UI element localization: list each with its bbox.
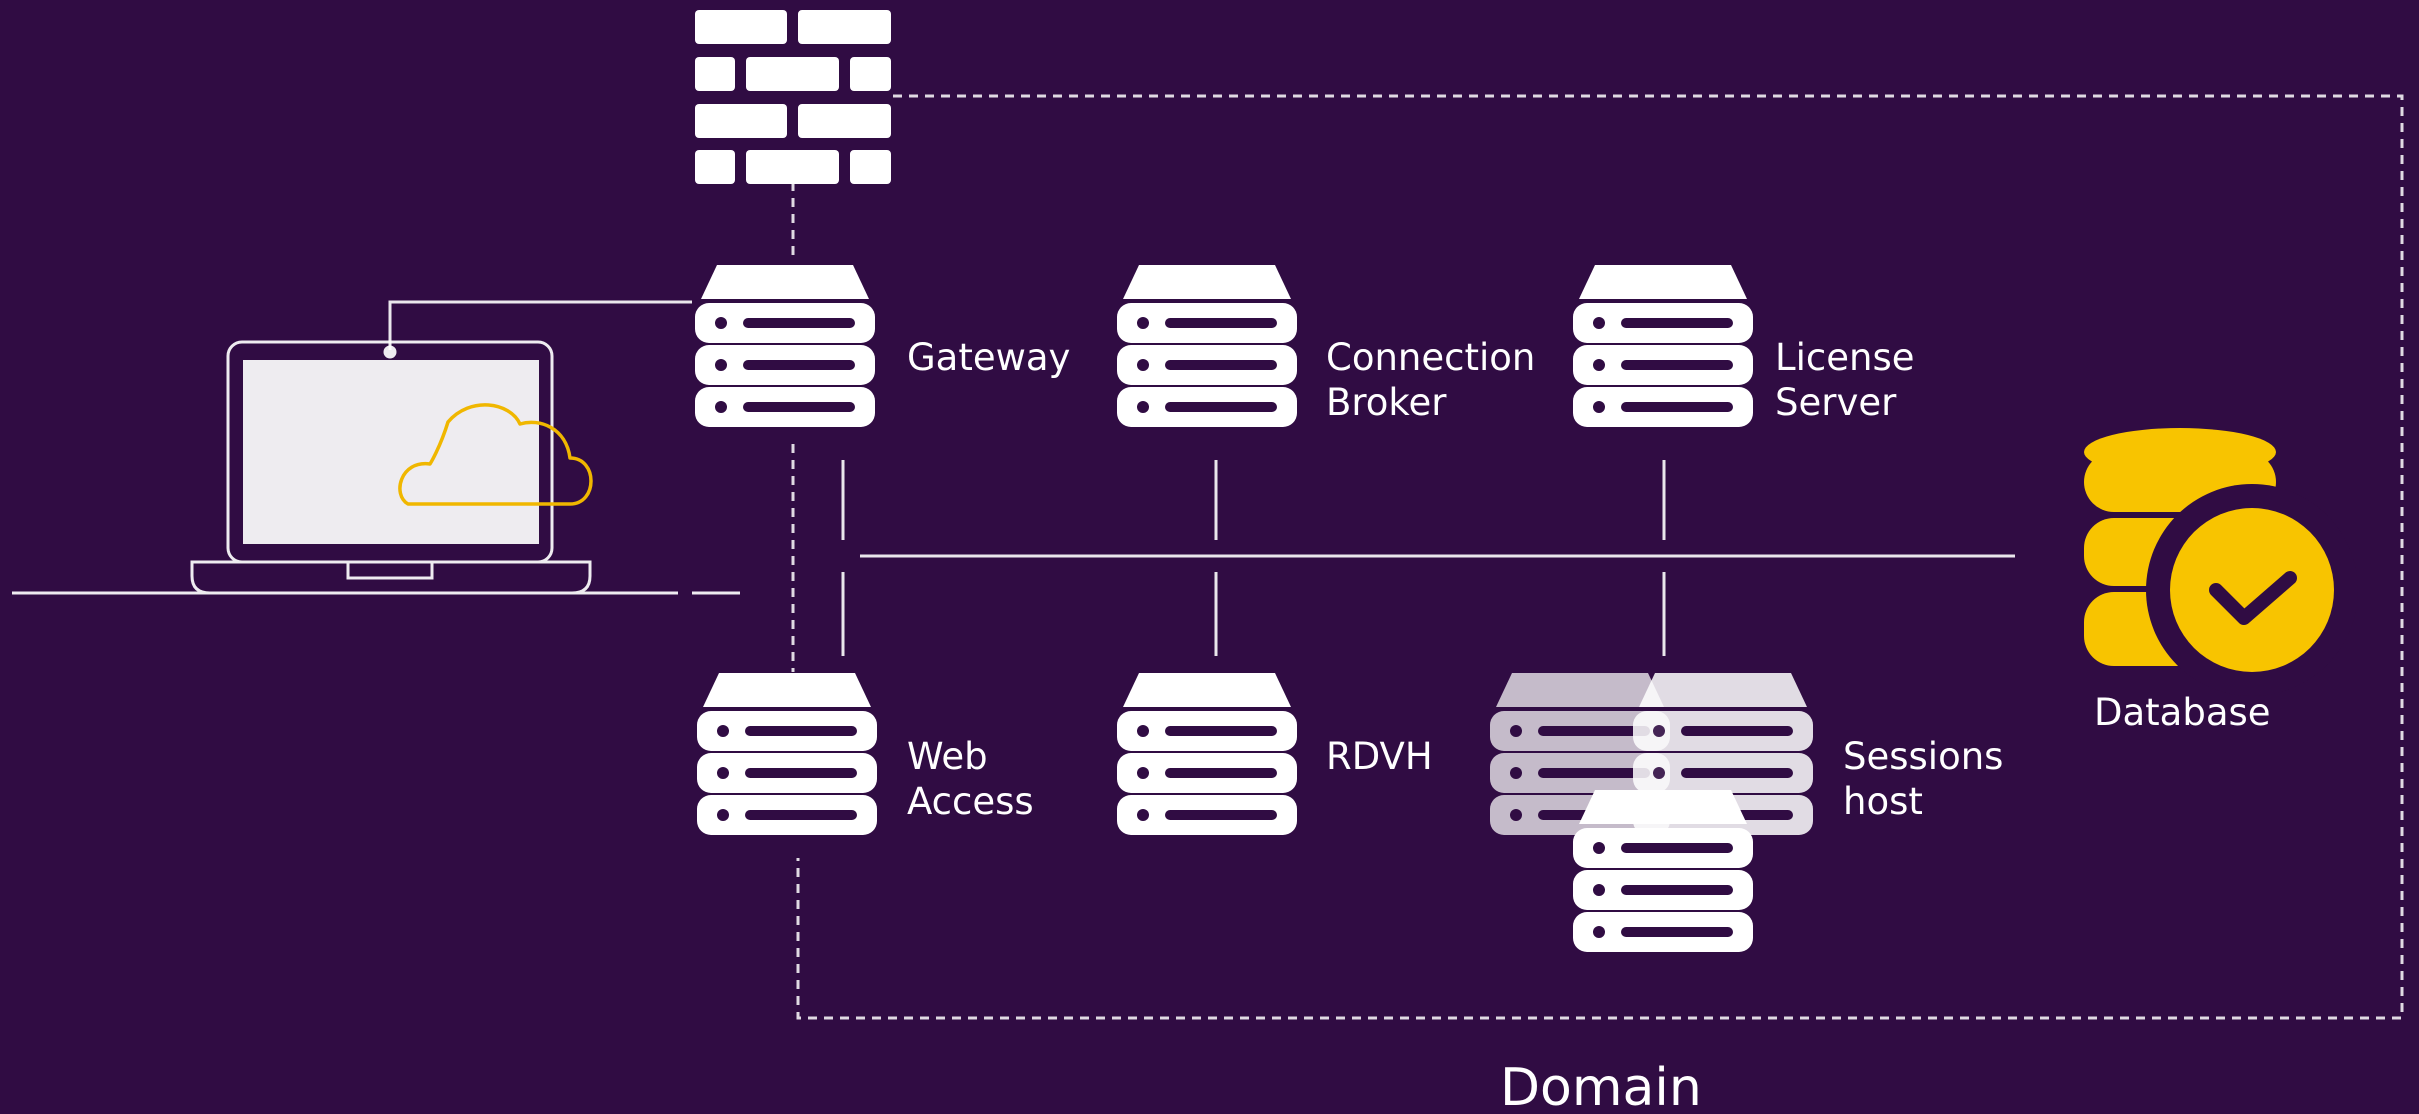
connection-broker-label-line: Broker (1326, 381, 1447, 424)
domain-label: Domain (1500, 1058, 1702, 1114)
network-bus (841, 460, 2015, 656)
connection-broker-label-line: Connection (1326, 336, 1535, 379)
laptop-icon (12, 340, 740, 595)
checkmark-icon (2146, 484, 2358, 696)
sessions-host-label: Sessions host (1843, 735, 2015, 823)
rdvh-server-icon (1117, 673, 1297, 835)
license-server-label-line: Server (1775, 381, 1897, 424)
web-access-label: Web Access (907, 735, 1034, 823)
web-access-label-line: Access (907, 780, 1034, 823)
license-server-label: License Server (1775, 336, 1926, 424)
gateway-label: Gateway (907, 336, 1070, 379)
database-label: Database (2094, 691, 2271, 734)
rdvh-label: RDVH (1326, 735, 1433, 778)
cloud-icon (398, 403, 593, 506)
web-access-server-icon (697, 673, 877, 835)
laptop-link (388, 300, 692, 350)
sessions-host-server-icon (1573, 790, 1753, 952)
sessions-host-label-line: Sessions (1843, 735, 2003, 778)
license-server-label-line: License (1775, 336, 1915, 379)
connection-broker-label: Connection Broker (1326, 336, 1547, 424)
domain-boundary (796, 94, 2404, 1020)
gateway-server-icon (695, 265, 875, 427)
brick-wall-icon (695, 10, 891, 184)
connection-broker-server-icon (1117, 265, 1297, 427)
sessions-host-servers (1490, 673, 1813, 952)
web-access-label-line: Web (907, 735, 988, 778)
sessions-host-label-line: host (1843, 780, 1923, 823)
license-server-icon (1573, 265, 1753, 427)
